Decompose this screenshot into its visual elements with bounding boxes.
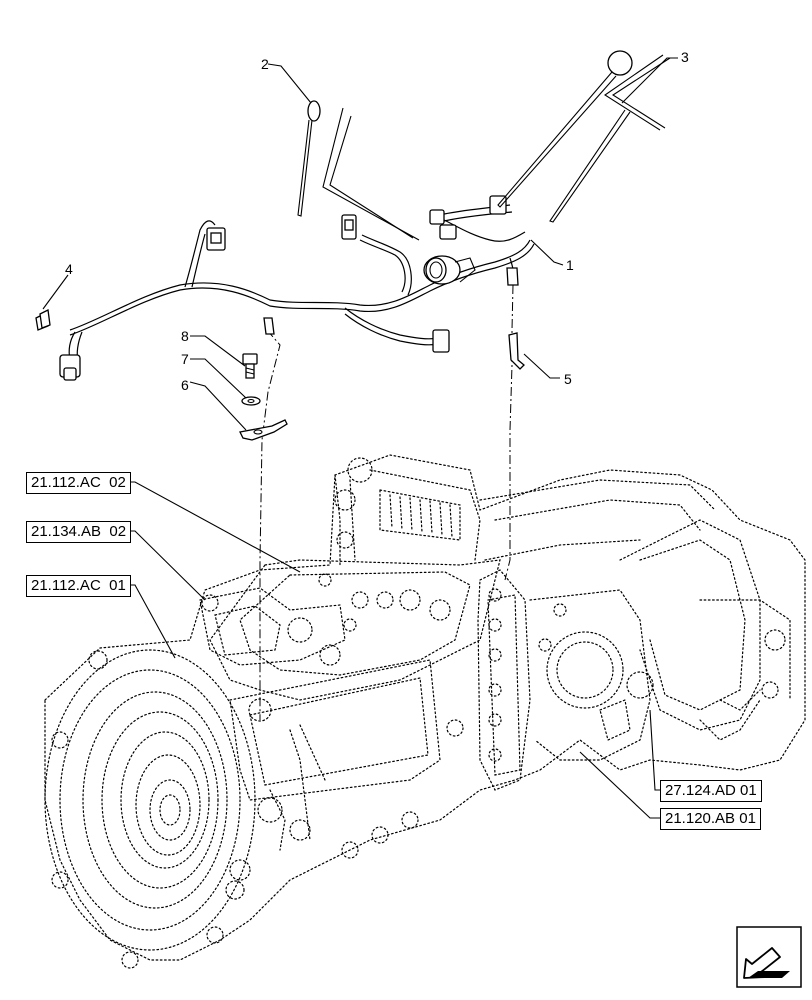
callout-3: 3 — [681, 49, 689, 65]
callout-1: 1 — [566, 257, 574, 273]
callout-4: 4 — [65, 261, 73, 277]
next-page-arrow-icon[interactable] — [736, 926, 802, 988]
reference-21-120-ab-01[interactable]: 21.120.AB 01 — [660, 808, 761, 830]
callout-6: 6 — [181, 377, 189, 393]
callout-5: 5 — [564, 371, 572, 387]
hardware-parts — [39, 309, 525, 441]
callout-7: 7 — [181, 351, 189, 367]
reference-21-134-ab-02[interactable]: 21.134.AB 02 — [26, 521, 132, 543]
assembly-centerlines — [259, 284, 514, 720]
reference-21-112-ac-02[interactable]: 21.112.AC 02 — [26, 472, 131, 494]
leader-lines — [42, 57, 678, 819]
callout-2: 2 — [261, 56, 269, 72]
wiring-harness — [35, 195, 535, 381]
reference-21-112-ac-01[interactable]: 21.112.AC 01 — [26, 575, 131, 597]
reference-27-124-ad-01[interactable]: 27.124.AD 01 — [660, 780, 762, 802]
callout-8: 8 — [181, 328, 189, 344]
transmission-housing — [44, 454, 806, 969]
cable-ties — [297, 50, 671, 241]
